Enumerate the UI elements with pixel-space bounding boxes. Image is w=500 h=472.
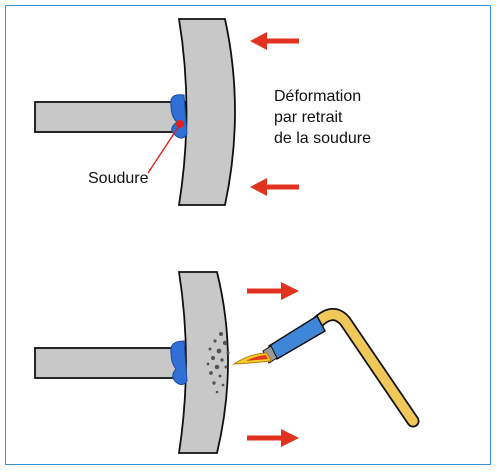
bottom-plate <box>177 271 229 454</box>
bottom-arrow-lower-icon <box>247 429 299 447</box>
bottom-panel <box>34 271 420 454</box>
top-arrow-lower-icon <box>250 178 299 196</box>
heat-spots <box>206 332 230 394</box>
deformation-caption: Déformation par retrait de la soudure <box>274 86 371 149</box>
diagram-frame: Déformation par retrait de la soudure So… <box>5 5 491 465</box>
bottom-horizontal-bar <box>34 347 186 379</box>
top-horizontal-bar <box>34 101 186 133</box>
top-arrow-upper-icon <box>250 32 299 50</box>
deformation-caption-line1: Déformation <box>274 88 362 105</box>
weld-deformation-diagram <box>34 18 420 454</box>
torch-flame-icon <box>232 352 272 365</box>
deformation-caption-line3: de la soudure <box>274 130 371 147</box>
top-curved-plate <box>177 18 236 206</box>
weld-label: Soudure <box>88 170 149 187</box>
top-weld-bead <box>170 94 188 139</box>
bottom-weld-bead <box>170 340 188 386</box>
deformation-caption-line2: par retrait <box>274 109 343 126</box>
bottom-arrow-upper-icon <box>247 282 299 300</box>
top-panel <box>34 18 299 206</box>
welding-torch-icon <box>262 308 420 428</box>
weld-red-dot <box>176 120 184 128</box>
weld-leader-line <box>147 125 180 174</box>
